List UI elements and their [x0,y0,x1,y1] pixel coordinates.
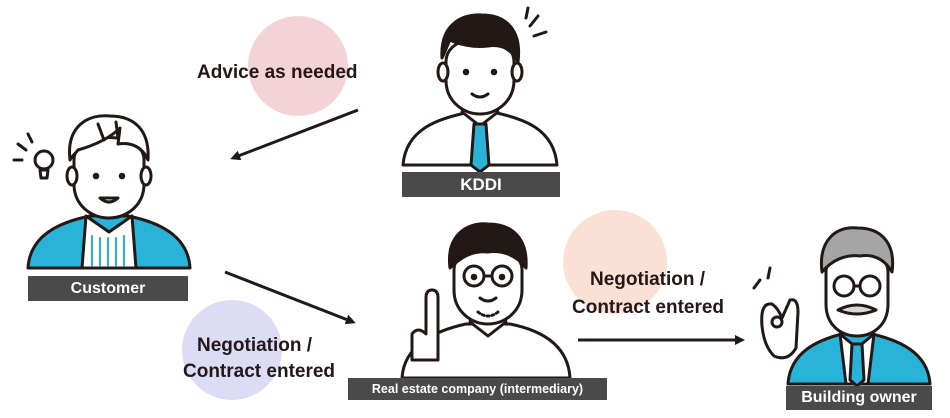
kddi-person-illustration [401,6,559,174]
advice-bubble [248,16,348,116]
negotiation-left-line2: Contract entered [183,361,336,382]
customer-person-illustration [12,114,192,270]
customer-label-bar: Customer [28,276,188,301]
arrow-customer-to-realestate [224,270,356,325]
arrow-kddi-to-customer [230,108,359,161]
realestate-label-bar: Real estate company (intermediary) [348,378,607,400]
negotiation-right-line2: Contract entered [572,297,725,318]
negotiation-left-line1: Negotiation / [197,335,313,356]
kddi-label-bar: KDDI [402,172,560,197]
negotiation-left-bubble [182,300,282,400]
owner-label-bar: Building owner [786,386,932,410]
owner-person-illustration [752,226,932,388]
advice-label: Advice as needed [197,62,358,83]
negotiation-left-label: Negotiation / Contract entered [183,333,335,385]
negotiation-right-bubble [563,210,667,314]
negotiation-right-line1: Negotiation / [590,269,706,290]
negotiation-right-label: Negotiation / Contract entered [572,266,724,322]
realestate-person-illustration [400,222,572,380]
